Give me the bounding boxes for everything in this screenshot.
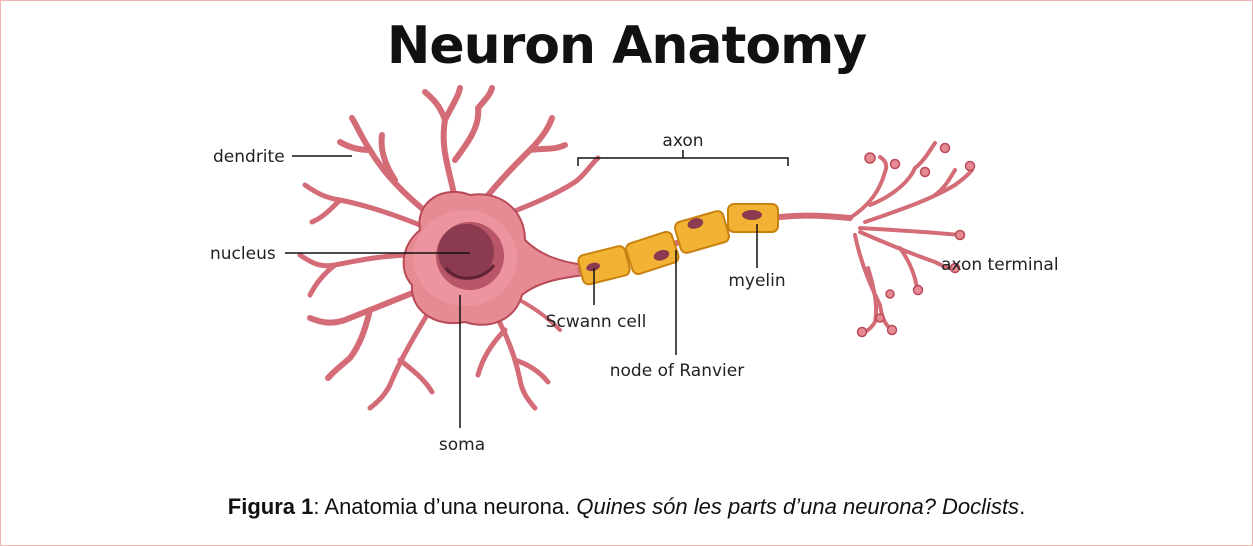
- label-myelin: myelin: [728, 271, 785, 291]
- callout-lines: [285, 150, 788, 428]
- caption-separator: :: [313, 494, 324, 519]
- myelin-segment-3: [674, 210, 731, 255]
- label-schwann-cell: Scwann cell: [546, 312, 647, 332]
- axon-terminal-branches: [850, 143, 972, 332]
- caption-text: Anatomia d’una neurona.: [324, 494, 576, 519]
- caption-italic-text: Quines són les parts d’una neurona? Docl…: [576, 494, 1019, 519]
- myelin-segment-4: [728, 204, 778, 232]
- caption-figure-label: Figura 1: [228, 494, 314, 519]
- label-axon: axon: [662, 131, 703, 151]
- label-nucleus: nucleus: [210, 244, 276, 264]
- label-axon-terminal: axon terminal: [941, 255, 1059, 275]
- label-dendrite: dendrite: [213, 147, 285, 167]
- axon-bracket: [578, 150, 788, 166]
- figure-caption: Figura 1: Anatomia d’una neurona. Quines…: [0, 494, 1253, 520]
- myelin-segment-2: [625, 230, 681, 275]
- label-node-of-ranvier: node of Ranvier: [610, 361, 744, 381]
- myelin-segment-1: [577, 245, 631, 286]
- label-soma: soma: [439, 435, 485, 455]
- caption-end: .: [1019, 494, 1025, 519]
- nucleus: [436, 222, 504, 290]
